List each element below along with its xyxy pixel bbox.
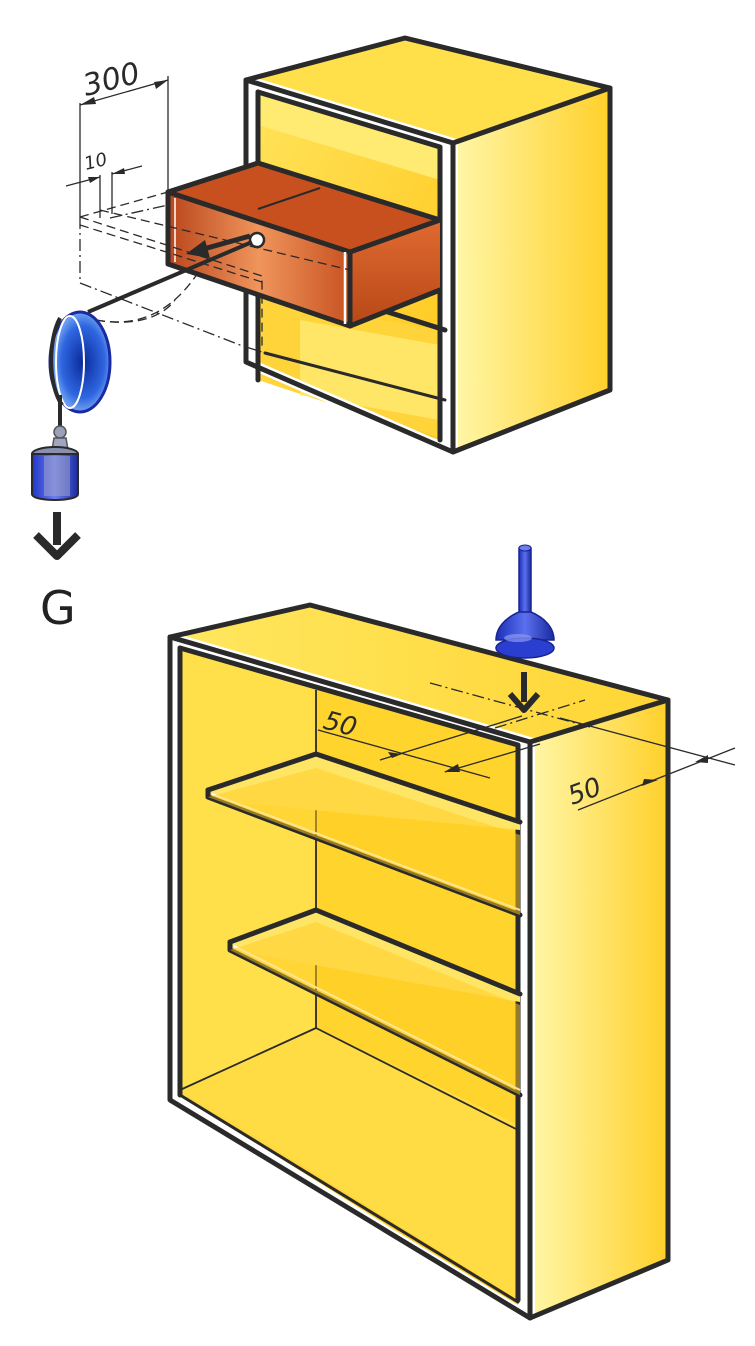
weight-icon xyxy=(31,425,79,501)
bookcase-top xyxy=(170,605,668,742)
drawer-front xyxy=(168,192,350,326)
load-tool-icon xyxy=(495,544,555,659)
upper-cabinet-side xyxy=(453,88,610,452)
dimension-10-label: 10 xyxy=(82,149,109,175)
shelf-upper xyxy=(205,751,523,918)
drawer-knob xyxy=(248,231,266,249)
shelf-test-figure: 50 50 xyxy=(165,544,736,1327)
gravity-arrow-icon xyxy=(33,512,81,560)
drawer-test-figure: 300 10 G xyxy=(31,35,613,635)
drawer-top xyxy=(168,163,440,252)
shelf-lower xyxy=(227,907,523,1098)
upper-cabinet-top xyxy=(246,38,610,143)
load-arrow-icon xyxy=(507,672,541,713)
dimension-300-label: 300 xyxy=(79,56,143,104)
pulley-icon xyxy=(48,310,112,414)
pull-cable xyxy=(87,240,253,314)
bookcase-side xyxy=(530,700,668,1318)
force-label: G xyxy=(40,581,76,635)
